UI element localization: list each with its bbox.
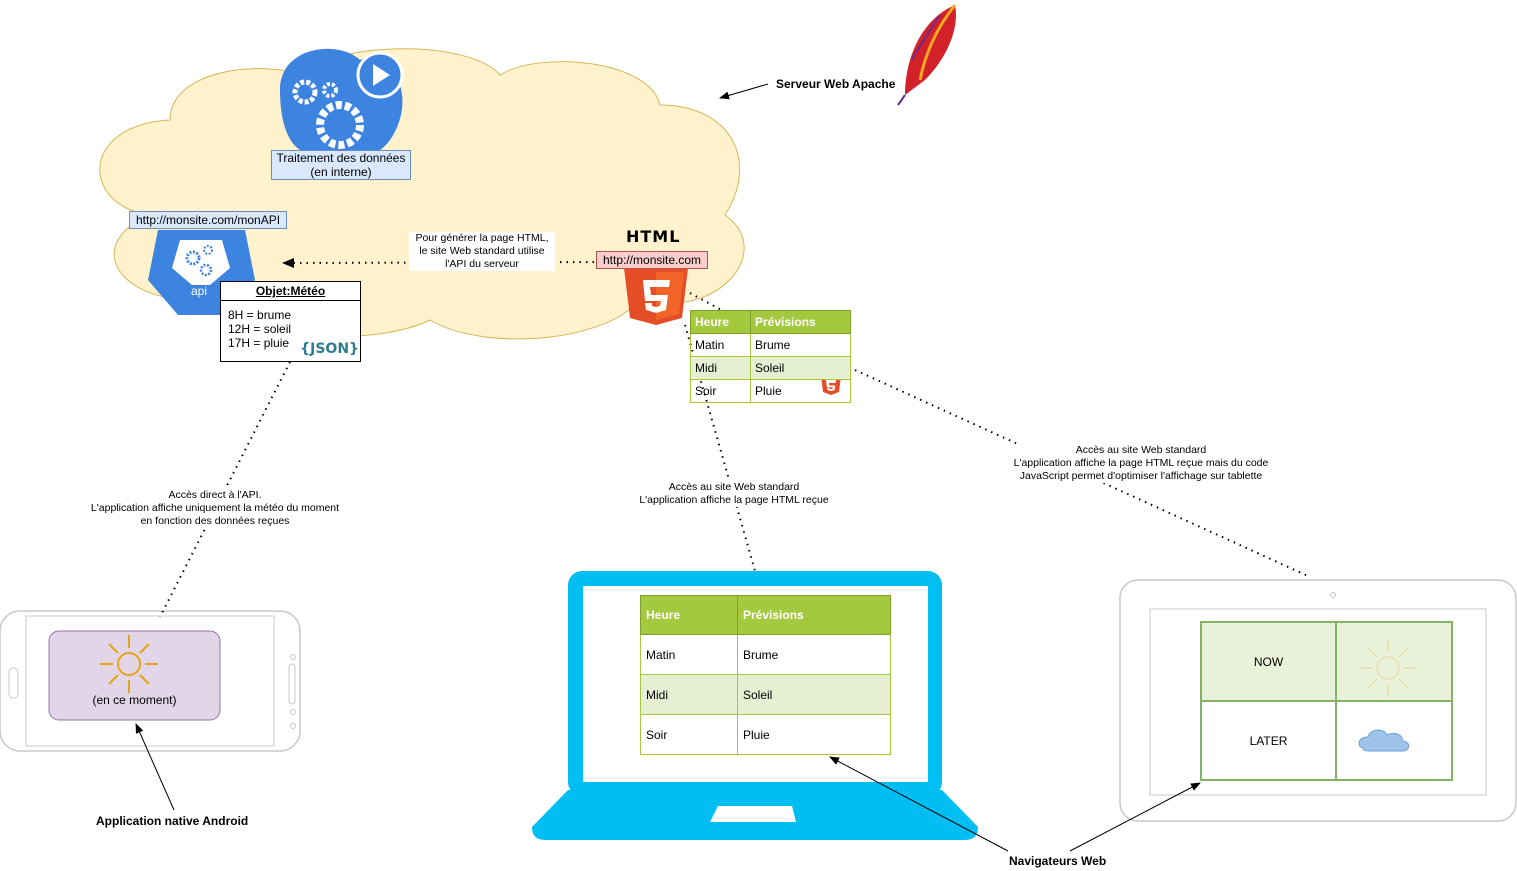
apache-feather-icon bbox=[897, 4, 957, 106]
table-cell: Matin bbox=[690, 333, 751, 357]
meteo-object-row: 17H = pluie bbox=[228, 336, 290, 350]
api-icon-label: api bbox=[191, 284, 208, 298]
meteo-object-title: Objet:Météo bbox=[221, 282, 360, 301]
generate-note: Pour générer la page HTML, le site Web s… bbox=[409, 232, 555, 271]
solid-arrows bbox=[135, 83, 1201, 852]
tablet-cloud-icon bbox=[1358, 729, 1410, 752]
android-note: Accès direct à l'API. L'application affi… bbox=[72, 489, 358, 528]
meteo-object-row: 8H = brume bbox=[228, 308, 292, 322]
tablet-weather-grid: NOW LATER bbox=[1200, 621, 1453, 781]
processing-label: Traitement des données (en interne) bbox=[271, 150, 411, 180]
server-label: Serveur Web Apache bbox=[776, 77, 896, 91]
table-header: Heure bbox=[690, 310, 751, 334]
table-header: Prévisions bbox=[750, 310, 851, 334]
table-cell: Soir bbox=[640, 714, 738, 755]
table-cell: Soir bbox=[690, 379, 751, 403]
browsers-label: Navigateurs Web bbox=[1009, 854, 1107, 868]
android-app-label: Application native Android bbox=[96, 814, 249, 828]
tablet-later-label: LATER bbox=[1201, 701, 1336, 780]
tablet-note: Accès au site Web standard L'application… bbox=[1000, 444, 1282, 483]
table-cell: Matin bbox=[640, 634, 738, 675]
html5-logo-icon bbox=[624, 268, 688, 325]
table-header: Heure bbox=[640, 595, 738, 635]
table-cell: Midi bbox=[640, 674, 738, 715]
table-cell: Pluie bbox=[737, 714, 891, 755]
api-arrowhead bbox=[282, 258, 294, 268]
tablet-now-cell bbox=[1336, 622, 1452, 701]
table-cell: Midi bbox=[690, 356, 751, 380]
tablet-now-label: NOW bbox=[1201, 622, 1336, 701]
json-badge-icon: {JSON} bbox=[300, 341, 359, 357]
meteo-object-box: Objet:Météo 8H = brume 12H = soleil 17H … bbox=[220, 281, 361, 362]
table-cell: Pluie bbox=[750, 379, 851, 403]
table-cell: Brume bbox=[737, 634, 891, 675]
table-cell: Brume bbox=[750, 333, 851, 357]
android-now-text: (en ce moment) bbox=[92, 693, 177, 707]
table-cell: Soleil bbox=[737, 674, 891, 715]
table-header: Prévisions bbox=[737, 595, 891, 635]
meteo-object-row: 12H = soleil bbox=[228, 322, 292, 336]
laptop-note: Accès au site Web standard L'application… bbox=[620, 481, 848, 507]
html-logo-text: HTML bbox=[626, 227, 681, 246]
table-cell: Soleil bbox=[750, 356, 851, 380]
tablet-later-cell bbox=[1336, 701, 1452, 780]
api-url-box[interactable]: http://monsite.com/monAPI bbox=[129, 211, 288, 229]
site-url-box[interactable]: http://monsite.com bbox=[596, 251, 709, 269]
gears-processing-icon bbox=[280, 48, 404, 150]
android-phone-frame bbox=[0, 610, 301, 752]
